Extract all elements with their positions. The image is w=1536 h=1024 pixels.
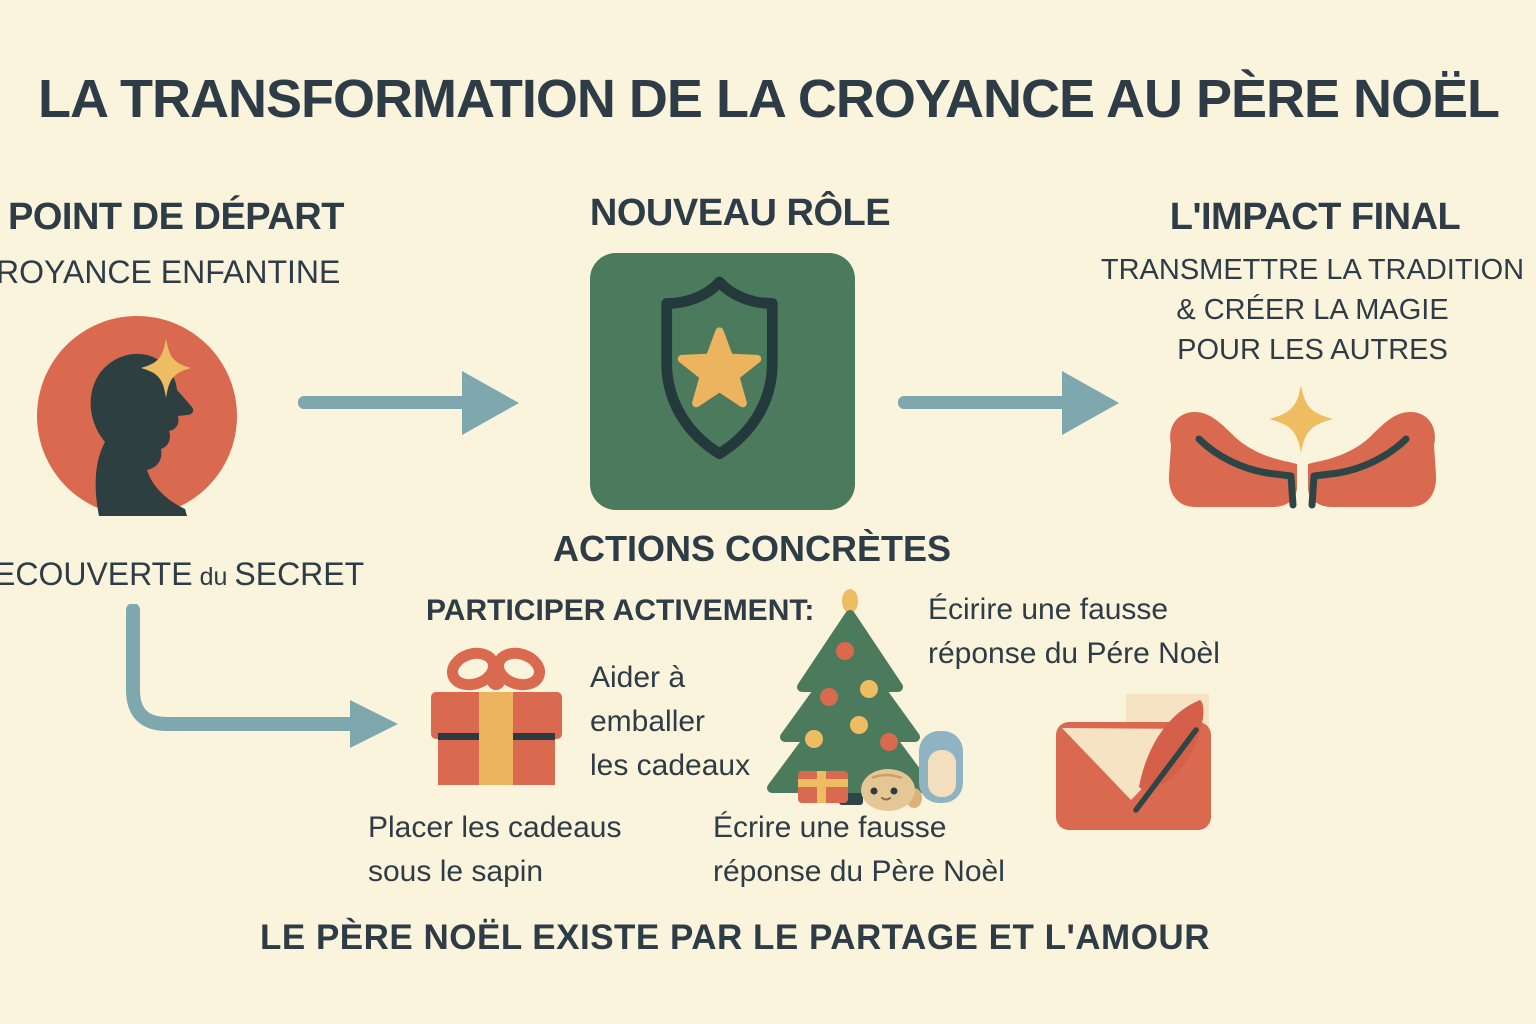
giving-hands-icon <box>1168 385 1437 509</box>
head-silhouette-icon <box>90 353 194 516</box>
secret-label-suffix: SECRET <box>234 556 365 592</box>
stocking-icon <box>919 731 963 803</box>
impact-description: TRANSMETTRE LA TRADITION & CRÉER LA MAGI… <box>1100 254 1525 366</box>
tree-topper <box>842 589 858 613</box>
arrow-right-icon <box>298 371 519 435</box>
action-fake-reply-bottom: Écrire une fausse réponse du Père Noèl <box>713 811 1005 888</box>
envelope-quill-icon <box>1056 694 1211 830</box>
sparkle-icon <box>1269 385 1333 453</box>
footer-message: LE PÈRE NOËL EXISTE PAR LE PARTAGE ET L'… <box>260 918 1210 957</box>
shield-star-icon <box>661 276 778 460</box>
arrow-right-icon <box>898 371 1119 435</box>
small-gift-icon <box>798 771 848 803</box>
curved-arrow-icon <box>126 604 398 748</box>
actions-header: ACTIONS CONCRÈTES <box>553 528 952 569</box>
quill-feather <box>1139 700 1204 791</box>
shield-outline <box>661 276 778 460</box>
participate-label: PARTICIPER ACTIVEMENT: <box>426 594 815 627</box>
quill-shaft <box>1133 727 1199 813</box>
secret-label-du: du <box>199 563 228 591</box>
child-belief-icon <box>37 316 237 516</box>
action-place-gifts: Placer les cadeaus sous le sapin <box>368 811 622 888</box>
column-header-role: NOUVEAU RÔLE <box>589 192 891 234</box>
action-fake-reply-top: Écirire une fausse réponse du Pére Noèl <box>928 593 1220 670</box>
action-wrap-gifts: Aider à emballer les cadeaux <box>590 661 751 782</box>
sparkle-icon <box>141 338 191 398</box>
column-header-impact: L'IMPACT FINAL <box>1169 196 1461 238</box>
christmas-tree-icon <box>767 589 933 805</box>
childhood-belief-label: ROYANCE ENFANTINE <box>0 254 341 290</box>
page-title: LA TRANSFORMATION DE LA CROYANCE AU PÈRE… <box>38 69 1500 129</box>
puppy-face-icon <box>861 769 922 811</box>
secret-label-prefix: ECOUVERTE <box>0 556 193 592</box>
star-icon <box>677 327 762 408</box>
column-header-start: POINT DE DÉPART <box>8 196 344 238</box>
gift-icon <box>431 647 562 785</box>
